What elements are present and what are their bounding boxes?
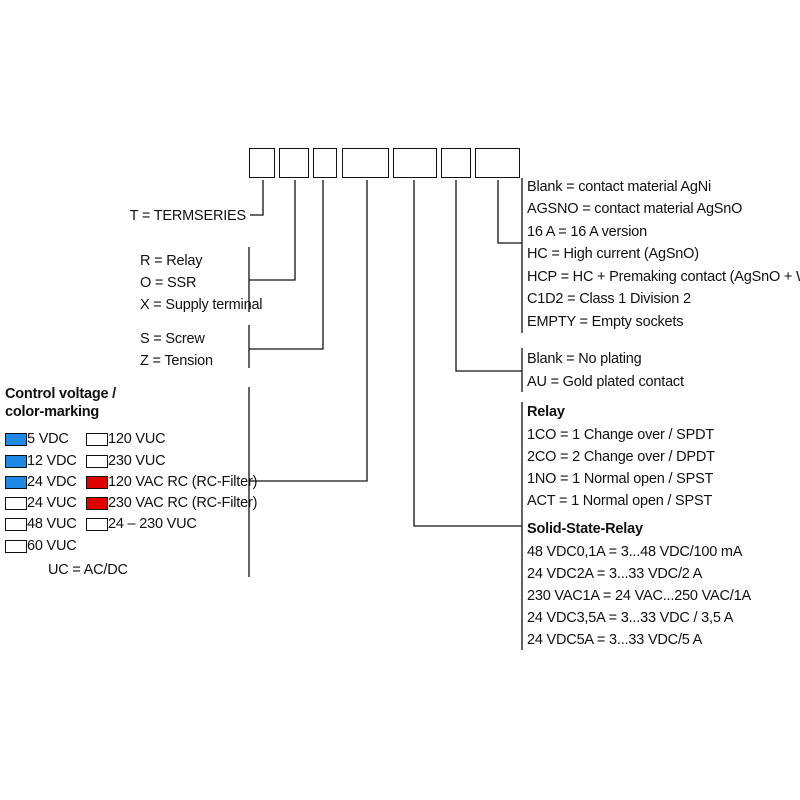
type-item: X = Supply terminal [140,297,263,313]
code-box-5 [393,148,437,178]
uc-note: UC = AC/DC [48,562,128,578]
relay-item: ACT = 1 Normal open / SPST [527,493,713,509]
ssr-heading: Solid-State-Relay [527,521,643,537]
termseries-label: T = TERMSERIES [129,208,247,224]
ssr-item: 48 VDC0,1A = 3...48 VDC/100 mA [527,544,743,560]
contact-material-item: EMPTY = Empty sockets [527,314,684,330]
relay-heading: Relay [527,404,565,420]
swatch-white [5,540,27,553]
connector-connection [249,180,324,350]
connector-type [249,180,296,281]
code-box-1 [249,148,275,178]
swatch-blue [5,433,27,446]
type-item: O = SSR [140,275,197,291]
contact-material-item: HCP = HC + Premaking contact (AgSnO + W) [527,269,800,285]
connector-termseries [250,180,264,216]
contact-material-item: Blank = contact material AgNi [527,179,712,195]
swatch-red [86,476,108,489]
ssr-item: 24 VDC2A = 3...33 VDC/2 A [527,566,703,582]
ssr-item: 230 VAC1A = 24 VAC...250 VAC/1A [527,588,751,604]
plating-item: AU = Gold plated contact [527,374,684,390]
swatch-white [5,518,27,531]
voltage-label: 24 VUC [27,495,77,511]
relay-item: 2CO = 2 Change over / DPDT [527,449,715,465]
relay-item: 1CO = 1 Change over / SPDT [527,427,715,443]
voltage-label: 24 – 230 VUC [108,516,197,532]
type-item: R = Relay [140,253,203,269]
connector-contact-material [497,180,522,244]
plating-item: Blank = No plating [527,351,642,367]
voltage-label: 48 VUC [27,516,77,532]
contact-material-item: 16 A = 16 A version [527,224,647,240]
code-box-6 [441,148,471,178]
contact-material-item: C1D2 = Class 1 Division 2 [527,291,691,307]
relay-item: 1NO = 1 Normal open / SPST [527,471,714,487]
contact-material-item: HC = High current (AgSnO) [527,246,699,262]
code-box-2 [279,148,309,178]
connection-item: S = Screw [140,331,205,347]
swatch-blue [5,476,27,489]
swatch-white [86,518,108,531]
voltage-label: 120 VUC [108,431,166,447]
ssr-item: 24 VDC3,5A = 3...33 VDC / 3,5 A [527,610,734,626]
swatch-blue [5,455,27,468]
voltage-label: 5 VDC [27,431,69,447]
voltage-label: 60 VUC [27,538,77,554]
code-box-7 [475,148,520,178]
control-voltage-title: Control voltage / [5,386,116,402]
connector-control-voltage [249,180,368,482]
swatch-white [5,497,27,510]
code-box-4 [342,148,389,178]
control-voltage-subtitle: color-marking [5,404,100,420]
connector-relay-ssr [413,180,522,527]
connection-item: Z = Tension [140,353,213,369]
connector-plating [455,180,522,372]
voltage-label: 120 VAC RC (RC-Filter) [108,474,258,490]
voltage-label: 230 VUC [108,453,166,469]
swatch-white [86,433,108,446]
code-box-3 [313,148,337,178]
ssr-item: 24 VDC5A = 3...33 VDC/5 A [527,632,703,648]
swatch-white [86,455,108,468]
voltage-label: 12 VDC [27,453,77,469]
voltage-label: 24 VDC [27,474,77,490]
contact-material-item: AGSNO = contact material AgSnO [527,201,743,217]
swatch-red [86,497,108,510]
voltage-label: 230 VAC RC (RC-Filter) [108,495,258,511]
